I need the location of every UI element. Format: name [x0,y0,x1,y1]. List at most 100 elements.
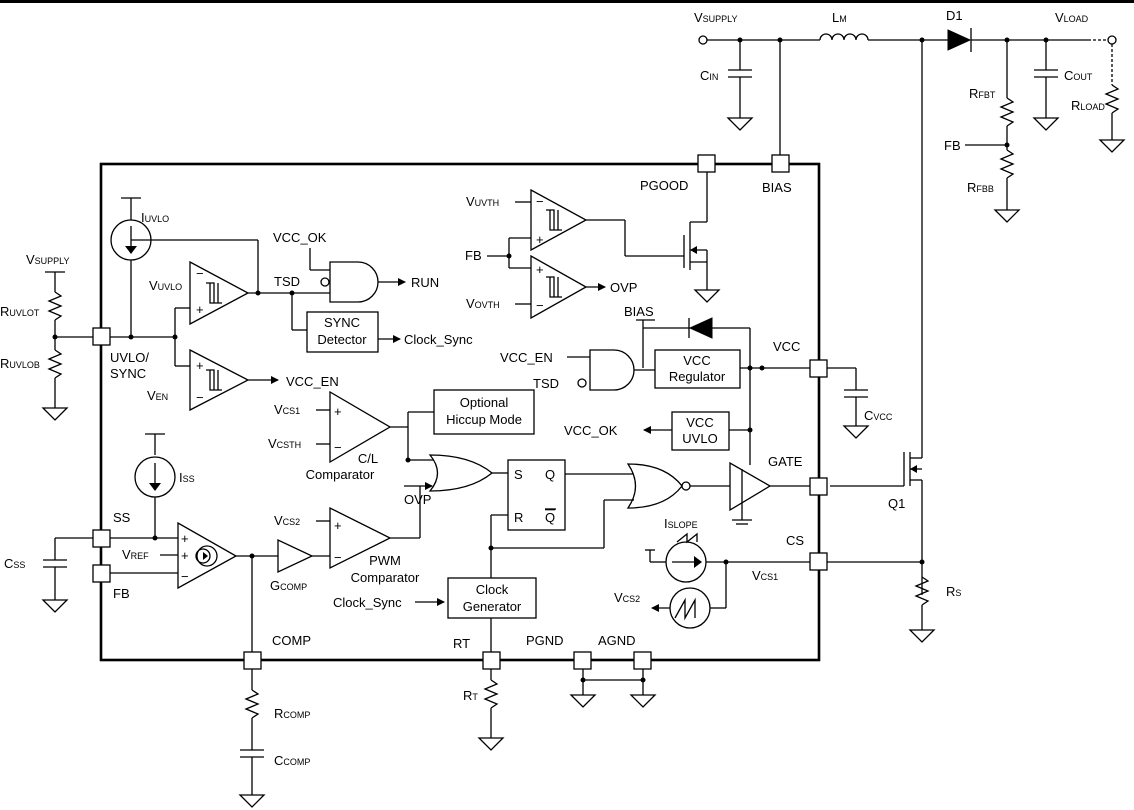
rt-pin-label: RT [453,636,470,651]
comp-pin [243,651,262,670]
vcc-pin-label: VCC [773,339,800,354]
pgood-section: − + VUVTH FB + − VOVTH OVP [465,172,721,320]
run-label: RUN [411,275,439,290]
sr-qbar-label: Q [545,510,555,525]
ruvlob-label: RUVLOB [0,356,40,371]
rcomp-label: RCOMP [274,706,310,721]
clock-sync-out-label: Clock_Sync [404,332,473,347]
fb-ext-label: FB [944,138,961,153]
sr-s-label: S [514,467,523,482]
vcc-ok-out-label: VCC_OK [564,423,618,438]
vcc-en-in-label: VCC_EN [500,350,553,365]
tsd-top-label: TSD [274,274,300,289]
slope-section: ISLOPE VCS1 VCS2 [614,516,922,629]
cs-pin-label: CS [786,533,804,548]
power-stage [698,28,1126,643]
pgood-pin-label: PGOOD [640,178,688,193]
sr-q-label: Q [545,467,555,482]
ovp-out-label: OVP [610,280,637,295]
svg-text:+: + [196,302,204,317]
sync-detector-box [306,311,379,353]
rs-label: RS [946,584,961,599]
svg-text:+: + [334,404,342,419]
svg-text:+: + [536,262,544,277]
ic-outline [99,162,821,662]
vcsth-label: VCSTH [268,436,301,451]
lm-label: LM [832,10,847,25]
rfbt-label: RFBT [969,86,996,101]
ccomp-label: CCOMP [274,753,310,768]
fb-int-label: FB [465,248,482,263]
clock-sync-in-label: Clock_Sync [333,595,402,610]
svg-text:+: + [181,531,189,546]
vref-label: VREF [122,547,149,562]
rt-res-label: RT [463,688,478,703]
islope-label: ISLOPE [664,516,698,531]
uvlo-sync-pin [92,327,111,346]
agnd-pin-label: AGND [598,633,636,648]
css-label: CSS [4,556,25,571]
iuvlo-label: IUVLO [141,210,169,225]
bias-int-label: BIAS [624,304,654,319]
pgood-pin [697,154,716,173]
bias-pin-label: BIAS [762,180,792,195]
vuvlo-label: VUVLO [149,278,182,293]
d1-label: D1 [946,8,963,23]
svg-text:−: − [334,550,342,565]
cout-label: COUT [1064,68,1093,83]
rt-pin [482,651,501,670]
ss-pin [92,529,111,548]
ss-pin-label: SS [113,510,131,525]
svg-text:+: + [334,518,342,533]
fb-pin-label: FB [113,586,130,601]
cin-label: CIN [700,68,718,83]
left-external [41,271,657,808]
svg-text:−: − [536,194,544,209]
svg-text:+: + [196,358,204,373]
ovp-in-label: OVP [404,492,431,507]
vcs2-in-label: VCS2 [274,513,300,528]
uvlo-sync-pin-label: UVLO/SYNC [110,350,149,381]
rfbb-label: RFBB [967,180,994,195]
vsupply-top-label: VSUPPLY [694,10,738,25]
bias-pin [771,154,790,173]
vcs1-node-label: VCS1 [752,568,778,583]
gate-pin-label: GATE [768,454,803,469]
ven-label: VEN [147,388,168,403]
svg-text:−: − [196,266,204,281]
tsd-in-label: TSD [533,376,559,391]
cvcc-label: CVCC [864,408,893,423]
pins: PGOOD BIAS UVLO/SYNC VCC GATE CS SS FB C… [92,154,828,670]
agnd-pin [633,651,652,670]
svg-text:+: + [181,548,189,563]
fb-pin [92,564,111,583]
vcc-pin [809,359,828,378]
hiccup-box [433,389,535,435]
vcc-en-out-label: VCC_EN [286,374,339,389]
rload-label: RLOAD [1071,98,1105,113]
clock-gen-box [447,577,537,619]
comp-pin-label: COMP [272,633,311,648]
svg-text:−: − [536,298,544,313]
vuvth-label: VUVTH [466,194,499,209]
vovth-label: VOVTH [466,296,500,311]
gate-pin [809,477,828,496]
vcc-regulator-box [654,349,741,389]
svg-text:−: − [334,440,342,455]
vload-label: VLOAD [1055,10,1089,25]
pgnd-pin-label: PGND [526,633,564,648]
svg-text:+: + [536,232,544,247]
svg-text:−: − [181,569,189,584]
